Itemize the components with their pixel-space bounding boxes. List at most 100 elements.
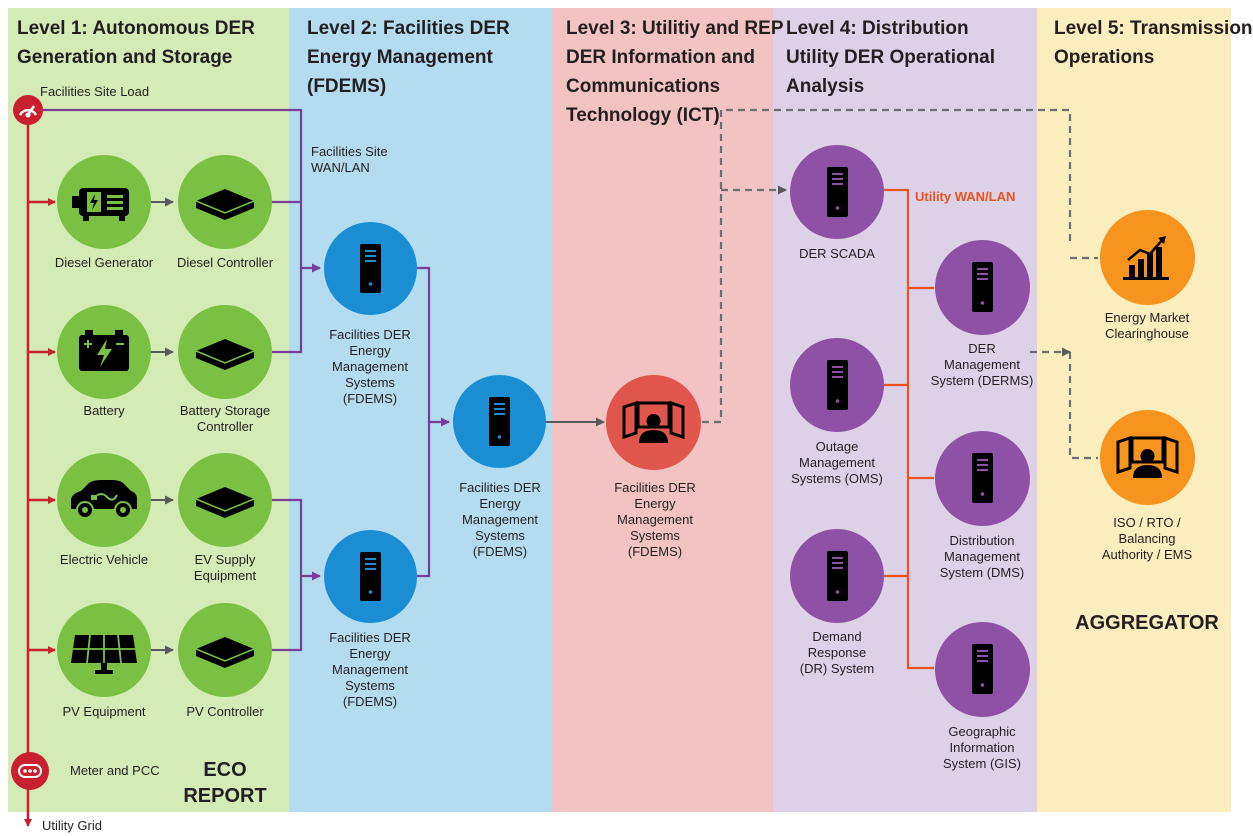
meter-node[interactable]: [11, 752, 49, 790]
ev-supply-node[interactable]: [178, 453, 272, 547]
server-icon: [827, 551, 848, 601]
server-icon: [972, 644, 993, 694]
server-icon: [489, 397, 510, 446]
label-line: Systems: [345, 375, 395, 390]
label-line: Management: [944, 549, 1020, 564]
operator-screens-icon: [1116, 435, 1179, 478]
label-line: (FDEMS): [472, 544, 528, 559]
oms-label: Outage Management Systems (OMS): [791, 439, 883, 487]
diesel-controller-node[interactable]: [178, 155, 272, 249]
fdems-center-label: Facilities DER Energy Management Systems…: [459, 480, 541, 560]
meter-icon: [18, 764, 42, 778]
level3-title-line: Level 3: Utilitiy and REP: [566, 18, 784, 39]
label-line: Response: [807, 645, 867, 660]
label-line: (DR) System: [799, 661, 875, 676]
electric-car-icon: [71, 480, 137, 519]
battery-node[interactable]: [57, 305, 151, 399]
server-icon: [360, 552, 381, 601]
controller-box-icon: [195, 339, 255, 370]
electric-vehicle-node[interactable]: [57, 453, 151, 547]
pv-controller-node[interactable]: [178, 603, 272, 697]
level2-title-line: (FDEMS): [307, 76, 387, 97]
level4-title: Level 4: Distribution Utility DER Operat…: [786, 14, 995, 101]
label-line: Outage: [815, 439, 859, 454]
ict-fdems-label: Facilities DER Energy Management Systems…: [614, 480, 696, 560]
label-line: Energy: [479, 496, 521, 511]
battery-label: Battery: [83, 403, 125, 418]
level2-title: Level 2: Facilities DER Energy Managemen…: [307, 14, 510, 101]
meter-label: Meter and PCC: [70, 763, 160, 778]
level2-title-line: Energy Management: [307, 47, 493, 68]
derms-label: DER Management System (DERMS): [931, 341, 1034, 389]
battery-controller-node[interactable]: [178, 305, 272, 399]
level3-title: Level 3: Utilitiy and REP DER Informatio…: [566, 14, 784, 130]
label-line: Clearinghouse: [1105, 326, 1189, 341]
iso-rto-node[interactable]: [1100, 410, 1195, 505]
label-line: (FDEMS): [627, 544, 683, 559]
label-line: System (DMS): [939, 565, 1025, 580]
label-line: Energy: [634, 496, 676, 511]
label-line: Facilities DER: [614, 480, 696, 495]
market-node[interactable]: [1100, 210, 1195, 305]
label-line: EV Supply: [194, 552, 256, 567]
label-line: Information: [949, 740, 1015, 755]
level4-title-line: Utility DER Operational: [786, 47, 996, 68]
utility-grid-label: Utility Grid: [42, 818, 102, 833]
pv-equipment-node[interactable]: [57, 603, 151, 697]
gis-node[interactable]: [935, 622, 1030, 717]
label-line: Energy Market: [1104, 310, 1190, 325]
fdems-bottom-label: Facilities DER Energy Management Systems…: [329, 630, 411, 710]
gis-label: Geographic Information System (GIS): [943, 724, 1021, 772]
der-scada-node[interactable]: [790, 145, 884, 239]
solar-panel-icon: [71, 634, 137, 674]
level4-title-line: Level 4: Distribution: [786, 18, 969, 39]
dr-system-label: Demand Response (DR) System: [800, 629, 874, 677]
level3-title-line: Communications: [566, 76, 721, 97]
label-line: Management: [617, 512, 693, 527]
label-line: Management: [332, 359, 408, 374]
fdems-center-node[interactable]: [453, 375, 546, 468]
facilities-wan-lines: [40, 108, 450, 652]
controller-box-icon: [195, 487, 255, 518]
label-line: Controller: [196, 419, 254, 434]
ev-supply-label: EV Supply Equipment: [194, 552, 256, 584]
oms-node[interactable]: [790, 338, 884, 432]
eco-report-line: REPORT: [183, 785, 267, 807]
label-line: Battery Storage: [179, 403, 271, 418]
dr-system-node[interactable]: [790, 529, 884, 623]
level1-title-line: Generation and Storage: [17, 47, 233, 68]
label-line: Facilities DER: [329, 630, 411, 645]
level3-title-line: Technology (ICT): [566, 105, 720, 126]
aggregator-label: AGGREGATOR: [1075, 612, 1219, 634]
diesel-controller-label: Diesel Controller: [176, 255, 274, 270]
level1-title: Level 1: Autonomous DER Generation and S…: [17, 14, 255, 72]
level3-title-line: DER Information and: [566, 47, 755, 68]
dms-node[interactable]: [935, 431, 1030, 526]
label-line: Management: [332, 662, 408, 677]
electric-vehicle-label: Electric Vehicle: [59, 552, 149, 567]
facilities-wan-label: Facilities Site WAN/LAN: [311, 144, 388, 176]
server-icon: [972, 262, 993, 312]
gauge-icon: [18, 105, 38, 118]
derms-node[interactable]: [935, 240, 1030, 335]
generator-icon: [72, 188, 129, 221]
site-load-node[interactable]: [13, 95, 43, 125]
diesel-generator-label: Diesel Generator: [54, 255, 154, 270]
label-line: Facilities Site: [311, 144, 388, 159]
label-line: Management: [944, 357, 1020, 372]
label-line: Systems (OMS): [791, 471, 883, 486]
site-load-label: Facilities Site Load: [40, 84, 150, 99]
diesel-generator-node[interactable]: [57, 155, 151, 249]
controller-box-icon: [195, 637, 255, 668]
label-line: Systems: [630, 528, 680, 543]
dashed-links: [702, 108, 1098, 460]
ict-fdems-node[interactable]: [606, 375, 701, 470]
fdems-top-node[interactable]: [324, 222, 417, 315]
server-icon: [827, 167, 848, 217]
label-line: DER: [968, 341, 996, 356]
iso-rto-label: ISO / RTO / Balancing Authority / EMS: [1102, 515, 1192, 563]
fdems-bottom-node[interactable]: [324, 530, 417, 623]
label-line: WAN/LAN: [311, 160, 370, 175]
utility-wan-label: Utility WAN/LAN: [915, 189, 1016, 204]
